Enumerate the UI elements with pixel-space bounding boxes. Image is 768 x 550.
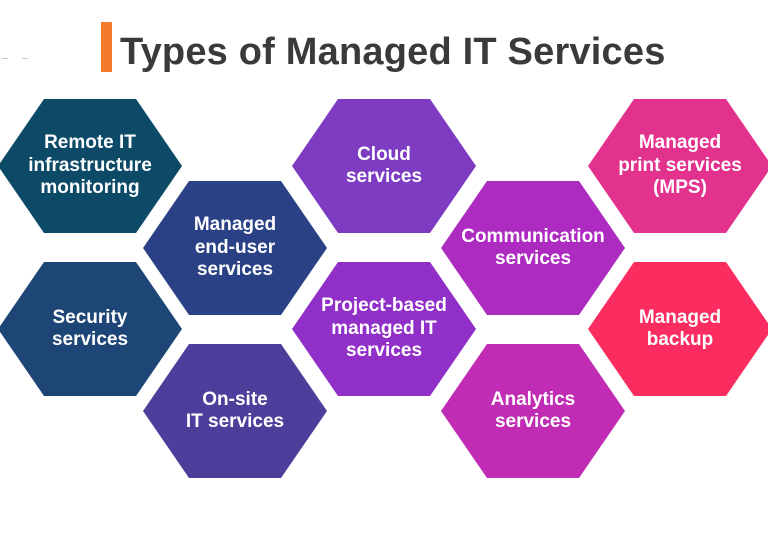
- hex-analytics-services: Analytics services: [441, 344, 625, 478]
- hex-label: Remote IT infrastructure monitoring: [28, 132, 152, 199]
- hex-label: Managed backup: [638, 306, 722, 350]
- hex-label: On-site IT services: [185, 388, 285, 432]
- hex-label: Security services: [51, 306, 129, 350]
- decorative-dash: [2, 58, 8, 59]
- decorative-dash: [22, 58, 28, 59]
- hex-communication-services: Communication services: [441, 181, 625, 315]
- hex-project-based-managed-it-services: Project-based managed IT services: [292, 262, 476, 396]
- page-title: Types of Managed IT Services: [120, 31, 666, 73]
- hex-remote-it-infrastructure-monitoring: Remote IT infrastructure monitoring: [0, 99, 182, 233]
- hex-label: Communication services: [461, 225, 605, 269]
- hex-label: Analytics services: [490, 388, 576, 432]
- hex-managed-end-user-services: Managed end-user services: [143, 181, 327, 315]
- hex-cloud-services: Cloud services: [292, 99, 476, 233]
- hex-managed-backup: Managed backup: [588, 262, 768, 396]
- hex-label: Cloud services: [345, 143, 423, 187]
- hex-label: Managed end-user services: [193, 214, 277, 281]
- hex-security-services: Security services: [0, 262, 182, 396]
- hex-managed-print-services: Managed print services (MPS): [588, 99, 768, 233]
- hex-label: Project-based managed IT services: [321, 295, 447, 362]
- title-accent-bar: [101, 22, 112, 72]
- hex-label: Managed print services (MPS): [618, 132, 742, 199]
- hex-on-site-it-services: On-site IT services: [143, 344, 327, 478]
